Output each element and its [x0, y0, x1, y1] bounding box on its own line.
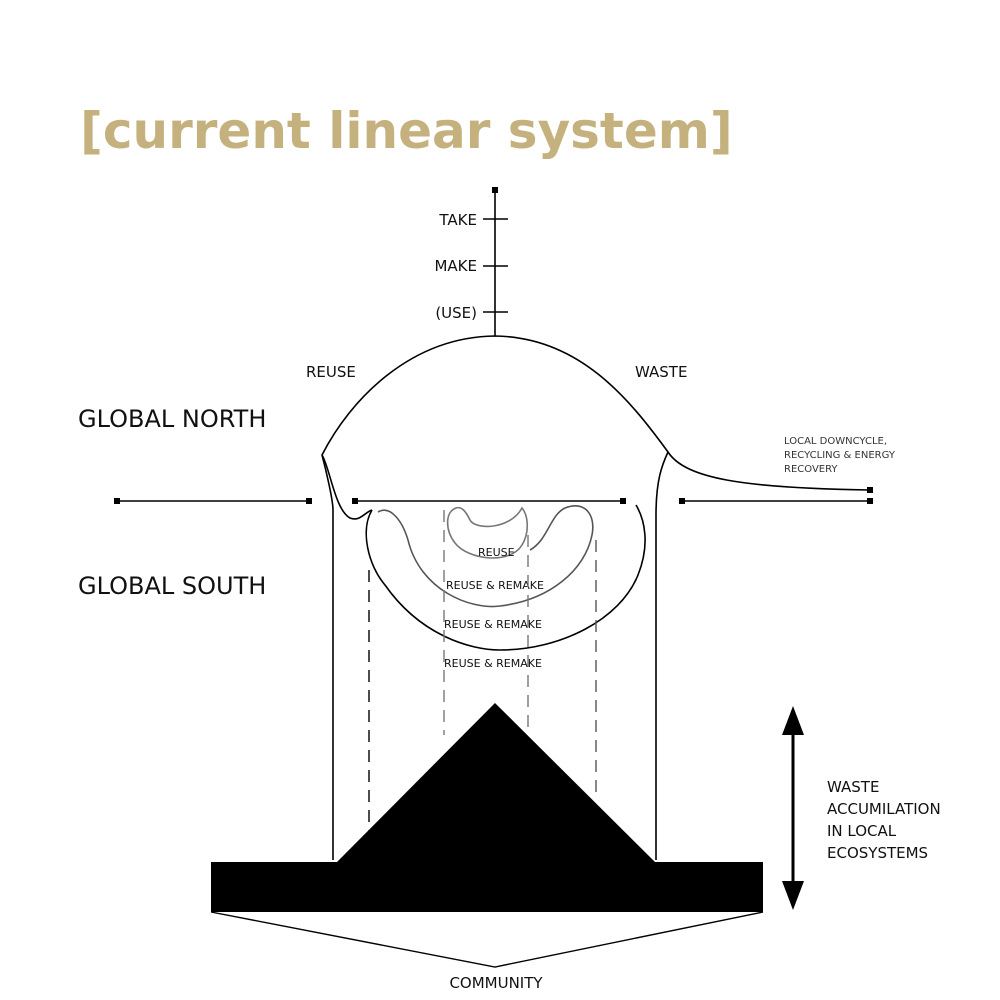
loop-label-reuse-remake-1: REUSE & REMAKE — [446, 579, 544, 592]
dashed-drop-lines — [368, 510, 597, 835]
accumulation-label-4: ECOSYSTEMS — [827, 844, 928, 862]
axis-endpoint — [492, 187, 498, 193]
use-label: (USE) — [435, 304, 477, 322]
reuse-loop-medium — [377, 505, 594, 608]
take-label: TAKE — [438, 211, 477, 229]
arrow-head-down — [782, 881, 804, 910]
reuse-loop-large — [365, 504, 646, 651]
global-south-label: GLOBAL SOUTH — [78, 572, 266, 600]
loop-label-reuse-remake-3: REUSE & REMAKE — [444, 657, 542, 670]
take-make-use-axis — [483, 187, 508, 336]
downcycle-label-3: RECOVERY — [784, 464, 838, 475]
arrow-head-up — [782, 706, 804, 735]
page-title: [current linear system] — [80, 102, 733, 160]
downcycle-endpoint — [867, 487, 873, 493]
waste-pile — [337, 703, 655, 862]
downcycle-label-2: RECYCLING & ENERGY — [784, 450, 896, 461]
accumulation-arrow — [782, 706, 804, 910]
loop-label-reuse-remake-2: REUSE & REMAKE — [444, 618, 542, 631]
downcycle-label-1: LOCAL DOWNCYCLE, — [784, 436, 887, 447]
accumulation-label-3: IN LOCAL — [827, 822, 897, 840]
accumulation-label-2: ACCUMILATION — [827, 800, 941, 818]
community-base — [211, 862, 763, 912]
make-label: MAKE — [434, 257, 477, 275]
community-chevron — [210, 911, 764, 968]
loop-label-reuse: REUSE — [478, 546, 515, 559]
community-label: COMMUNITY — [449, 974, 543, 992]
reuse-loop-small — [446, 506, 529, 559]
waste-label: WASTE — [635, 363, 687, 381]
divider-endpoints — [114, 498, 873, 504]
dome-left-lip — [321, 454, 373, 520]
downcycle-outflow — [667, 451, 871, 491]
accumulation-label-1: WASTE — [827, 778, 879, 796]
global-north-label: GLOBAL NORTH — [78, 405, 266, 433]
reuse-label: REUSE — [306, 363, 356, 381]
